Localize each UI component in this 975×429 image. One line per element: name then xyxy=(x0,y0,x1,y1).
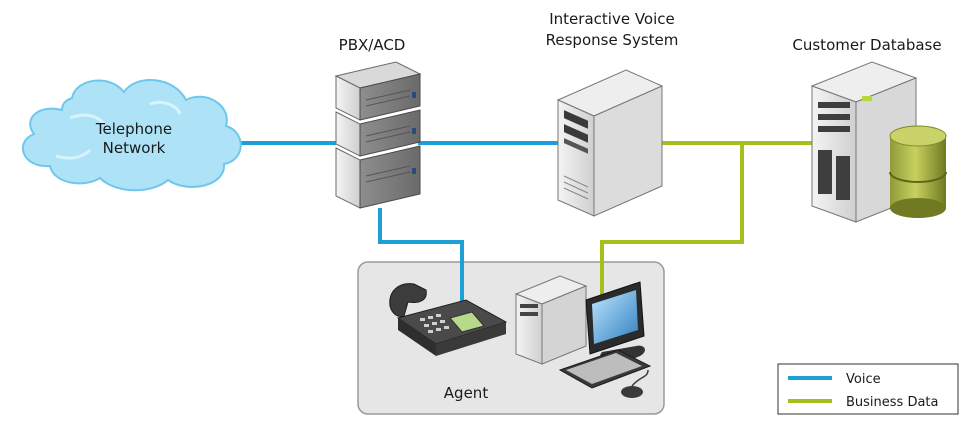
tower-server-icon xyxy=(556,69,664,217)
legend-box xyxy=(777,363,959,415)
legend: Voice Business Data xyxy=(777,363,959,415)
agent-label: Agent xyxy=(444,384,489,402)
ivr-label-line1: Interactive Voice xyxy=(549,10,675,28)
cloud-icon xyxy=(22,79,242,192)
telephone-network-label-line1: Telephone xyxy=(95,120,172,138)
database-server-icon xyxy=(810,61,947,223)
voice-links xyxy=(232,141,560,302)
desktop-computer-icon xyxy=(514,275,652,398)
link-database-computer xyxy=(600,143,744,300)
desk-phone-icon xyxy=(389,283,508,356)
legend-business-data-label: Business Data xyxy=(846,395,939,410)
pbx-label: PBX/ACD xyxy=(339,36,406,54)
legend-voice-label: Voice xyxy=(846,372,881,387)
customer-database-label: Customer Database xyxy=(792,36,941,54)
link-pbx-phone xyxy=(378,208,464,302)
business-data-links xyxy=(600,141,812,300)
server-stack-icon xyxy=(334,61,422,209)
telephone-network-label-line2: Network xyxy=(103,139,166,157)
ivr-label-line2: Response System xyxy=(546,31,679,49)
